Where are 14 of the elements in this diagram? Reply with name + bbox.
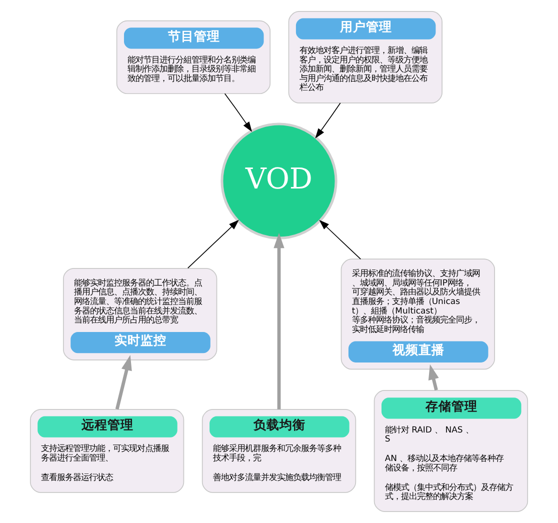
- node-box: 采用标准的流传输协议、支持广域网、城域网、局域网等任何IP网络，可穿越网关、路由器以及防火墙提供直播服务；支持单播（Unicast）、組播（Multicast）等多种网络协议；音视频完全同步，实时低延时网络传输 视频直播: [340, 258, 495, 370]
- node-box: 负载均衡 能够采用机群服务和冗余服务等多种技术手段，完 善地对多流量并发实施负载均衡管理: [202, 409, 356, 493]
- node-box: 用户管理 有效地对客户进行管理，新增、编辑客户，设定用户的权限、等级方便地添加新闻、删除新闻，管理人员需要与用户沟通的信息及时快捷地在公布栏公布: [288, 11, 442, 104]
- arrow: [319, 220, 362, 260]
- node-box: 远程管理 支持远程管理功能，可实现对点播服务器进行全面管理、 查看服务器运行状态: [30, 409, 184, 493]
- arrow: [187, 220, 239, 268]
- arrow: [315, 102, 341, 138]
- arrow: [224, 93, 252, 132]
- node-box: 能够实时监控服务器的工作状态。点播用户信息、点播次数、持续时间、网络流量、等准确的统计监控当前服务器的状态信息当前在线并发流数、当前在线用户所占用的总带宽 实时监控: [63, 268, 218, 360]
- node-box: 存储管理 能针对 RAID 、 NAS 、 S AN 、移动以及本地存储等各种存储设备，按照不同存 储模式（集中式和分布式）及存储方式，提出完整的解决方案: [374, 390, 528, 512]
- node-box: 节目管理 能对节目进行分組管理和分名别类编辑制作添加删除，目录级别等非常細致的管理，可以批量添加节目。: [116, 20, 271, 94]
- arrow: [428, 364, 439, 390]
- arrow: [274, 232, 284, 410]
- arrow: [115, 355, 132, 410]
